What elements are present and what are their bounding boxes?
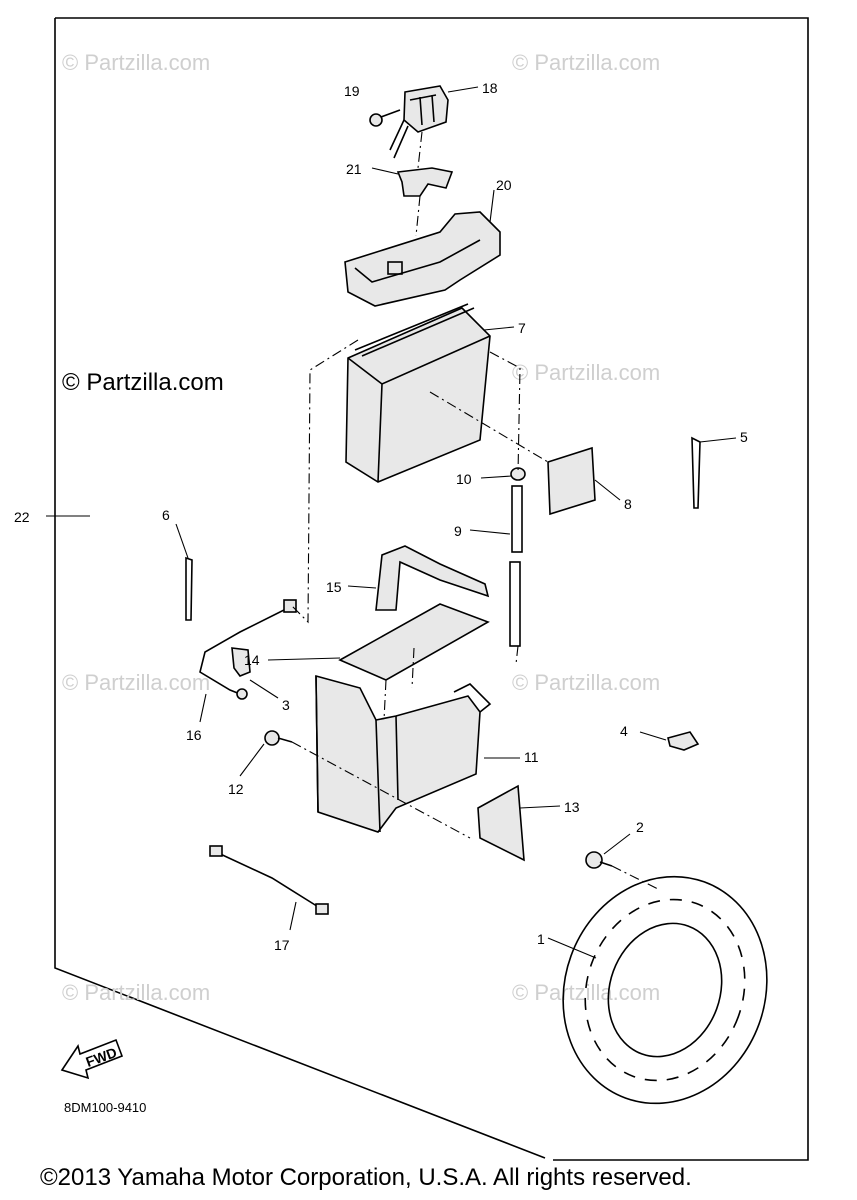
callout-7: 7 [518,320,526,336]
assembly-lines [291,131,661,891]
part-11-battery-box [315,674,492,833]
callout-9: 9 [454,523,462,539]
callout-18: 18 [482,80,498,96]
part-14-pad [338,603,490,681]
part-3-bracket [231,647,251,677]
part-16-lead-wire [199,599,297,700]
part-18-relay [389,85,449,159]
callout-12: 12 [228,781,244,797]
fwd-arrow-icon: FWD [60,1038,124,1080]
callout-16: 16 [186,727,202,743]
part-17-lead-wire [209,845,329,915]
watermark: © Partzilla.com [62,670,210,695]
part-2-bolt [585,851,613,869]
copyright-notice: ©2013 Yamaha Motor Corporation, U.S.A. A… [40,1164,692,1191]
fwd-label: FWD [84,1044,119,1070]
leader-lines [46,86,737,959]
callout-14: 14 [244,652,260,668]
callout-numbers: 18 19 21 20 7 5 10 8 22 6 9 15 14 3 4 16… [14,80,748,953]
callout-20: 20 [496,177,512,193]
callout-15: 15 [326,579,342,595]
callout-17: 17 [274,937,290,953]
callout-8: 8 [624,496,632,512]
callout-22: 22 [14,509,30,525]
watermark: © Partzilla.com [62,980,210,1005]
part-20-battery-cover [344,211,501,307]
watermark: © Partzilla.com [512,670,660,695]
watermark: © Partzilla.com [512,50,660,75]
part-1-brake-disc [562,875,768,1105]
callout-6: 6 [162,507,170,523]
part-13-plate [477,784,525,862]
part-5-band [691,436,701,509]
part-7-battery [345,303,491,483]
diagram-frame [54,17,809,1161]
part-21-bracket [396,167,454,197]
watermark: © Partzilla.com [512,360,660,385]
callout-1: 1 [537,931,545,947]
part-6-band [185,556,193,621]
part-15-battery-band [375,545,490,611]
part-9-hose [509,485,523,647]
callout-4: 4 [620,723,628,739]
callout-5: 5 [740,429,748,445]
callout-19: 19 [344,83,360,99]
callout-13: 13 [564,799,580,815]
diagram-code: 8DM100-9410 [64,1100,146,1115]
part-19-screw [369,109,401,127]
callout-21: 21 [346,161,362,177]
part-8-pad [547,446,596,516]
callout-10: 10 [456,471,472,487]
watermark-prominent: © Partzilla.com [62,369,224,396]
part-12-bolt [264,730,293,746]
callout-3: 3 [282,697,290,713]
part-4-clip [667,731,700,751]
callout-11: 11 [524,749,539,765]
watermark: © Partzilla.com [62,50,210,75]
callout-2: 2 [636,819,644,835]
